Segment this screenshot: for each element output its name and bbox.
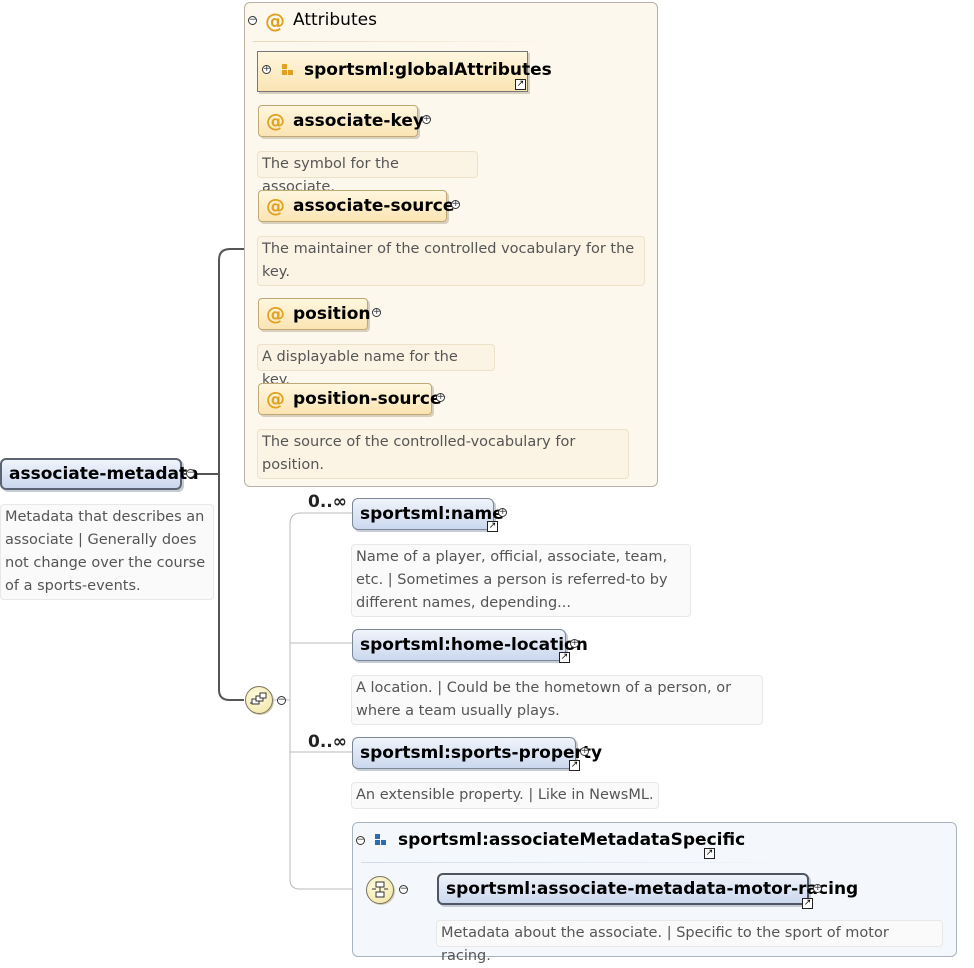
at-icon: @ <box>266 110 285 132</box>
attribute-name: associate-source <box>293 196 455 216</box>
cardinality-label: 0..∞ <box>308 732 347 752</box>
attribute-name: position-source <box>293 389 442 409</box>
expand-icon[interactable]: + <box>498 507 507 517</box>
attribute-doc: The maintainer of the controlled vocabul… <box>257 236 645 286</box>
attribute-name: position <box>293 304 371 324</box>
expand-icon[interactable]: + <box>372 307 381 317</box>
global-attributes-expand-icon[interactable]: + <box>262 64 271 74</box>
element-doc: An extensible property. | Like in NewsML… <box>351 782 659 809</box>
group-title: sportsml:associateMetadataSpecific <box>398 830 746 850</box>
reference-link-icon[interactable]: ↗ <box>487 521 498 532</box>
group-collapse-icon[interactable]: − <box>356 835 365 845</box>
element-sportsml-sports-property[interactable]: sportsml:sports-property <box>352 737 602 769</box>
attribute-position[interactable]: @ position <box>258 298 371 330</box>
global-attributes-group-ref[interactable] <box>257 51 528 92</box>
element-doc: Name of a player, official, associate, t… <box>351 544 691 617</box>
expand-icon[interactable]: + <box>570 638 579 648</box>
root-element[interactable]: associate-metadata <box>0 458 199 490</box>
global-attributes-label: sportsml:globalAttributes <box>304 60 552 80</box>
attributes-collapse-icon[interactable]: − <box>248 15 257 25</box>
reference-link-icon[interactable]: ↗ <box>802 898 813 909</box>
attribute-position-source[interactable]: @ position-source <box>258 383 441 415</box>
element-name: sportsml:sports-property <box>360 743 603 763</box>
group-link-icon[interactable]: ↗ <box>704 848 715 859</box>
reference-link-icon[interactable]: ↗ <box>569 760 580 771</box>
attribute-name: associate-key <box>293 111 424 131</box>
attribute-doc: The source of the controlled-vocabulary … <box>257 429 629 479</box>
attribute-doc: The symbol for the associate. <box>257 151 478 195</box>
attributes-header-divider <box>253 41 557 42</box>
element-name: associate-metadata <box>9 464 199 484</box>
at-icon: @ <box>266 388 285 410</box>
element-name: sportsml:name <box>360 504 504 524</box>
expand-icon[interactable]: + <box>436 392 445 402</box>
sequence-collapse-icon[interactable]: − <box>277 695 286 705</box>
element-doc: A location. | Could be the hometown of a… <box>351 675 763 725</box>
element-sportsml-name[interactable]: sportsml:name <box>352 498 504 530</box>
attribute-associate-key[interactable]: @ associate-key <box>258 105 424 137</box>
reference-link-icon[interactable]: ↗ <box>559 652 570 663</box>
expand-icon[interactable]: + <box>813 883 822 893</box>
attribute-group-icon <box>282 64 294 76</box>
expand-icon[interactable]: + <box>422 114 431 124</box>
at-icon: @ <box>266 303 285 325</box>
element-name: sportsml:associate-metadata-motor-racing <box>446 879 859 899</box>
group-header-divider <box>361 862 796 863</box>
element-group-icon <box>375 834 387 846</box>
choice-compositor-icon[interactable] <box>366 876 394 904</box>
attribute-doc: A displayable name for the key. <box>257 344 495 388</box>
attribute-associate-source[interactable]: @ associate-source <box>258 190 454 222</box>
element-name: sportsml:home-location <box>360 635 588 655</box>
element-sportsml-home-location[interactable]: sportsml:home-location <box>352 629 588 661</box>
sequence-compositor-icon[interactable] <box>245 686 273 714</box>
element-motor-racing[interactable]: sportsml:associate-metadata-motor-racing <box>437 873 858 905</box>
choice-collapse-icon[interactable]: − <box>399 884 408 894</box>
root-collapse-icon[interactable]: − <box>186 468 195 478</box>
at-icon: @ <box>265 9 285 33</box>
global-attributes-link-icon[interactable]: ↗ <box>515 79 526 90</box>
expand-icon[interactable]: + <box>451 199 460 209</box>
cardinality-label: 0..∞ <box>308 492 347 512</box>
at-icon: @ <box>266 195 285 217</box>
element-doc: Metadata about the associate. | Specific… <box>436 920 943 964</box>
attributes-title: Attributes <box>293 10 377 30</box>
expand-icon[interactable]: + <box>580 746 589 756</box>
